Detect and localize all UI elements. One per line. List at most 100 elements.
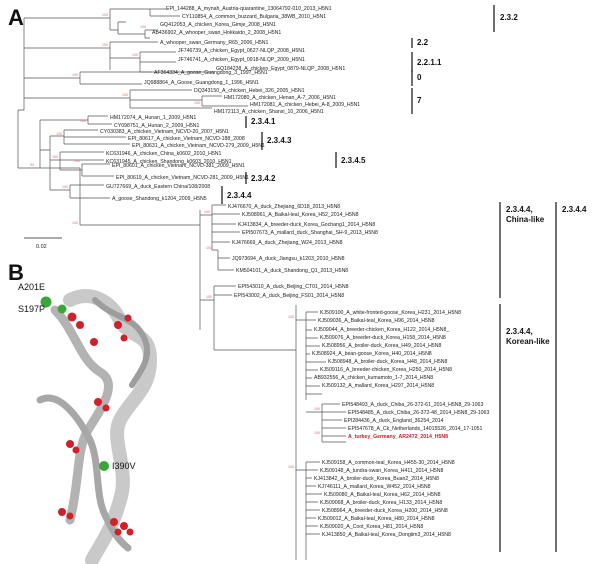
taxon-label: CY030383_A_chicken_Vietnam_NCVD-20_2007_… [100, 129, 229, 135]
clade-label-2-3-4-1: 2.3.4.1 [251, 117, 276, 126]
taxon-label: KJ509148_A_tundra-swan_Korea_H411_2014_H… [320, 468, 443, 474]
protein-helix [50, 305, 113, 525]
taxon-label: CY110854_A_common_buzzard_Bulgaria_38WB_… [182, 14, 326, 20]
bootstrap-value: 100 [122, 93, 128, 97]
bootstrap-value: 100 [80, 119, 86, 123]
taxon-label: KJ509036_A_Baikal-teal_Korea_H96_2014_H5… [318, 318, 435, 324]
bootstrap-value: 94 [30, 163, 34, 167]
clade-label-2-3-4-5: 2.3.4.5 [341, 156, 366, 165]
protein-loop [36, 394, 132, 552]
taxon-label: A_goose_Shandong_k1204_2009_H5N5 [112, 196, 207, 202]
mutation-label-s197p: S197P [18, 304, 45, 314]
clade-label-2-3-4-4-outer: 2.3.4.4 [562, 205, 587, 214]
taxon-label: GQ412053_A_chicken_Korea_Gimje_2008_H5N1 [160, 22, 276, 28]
taxon-label: JF746739_A_chicken_Egypt_0627-NLQP_2008_… [178, 48, 305, 54]
bootstrap-value: 100 [62, 185, 68, 189]
residue-sphere-red [102, 404, 110, 412]
taxon-label: KJ508956_A_broiler-duck_Korea_H49_2014_H… [322, 343, 442, 349]
bootstrap-value: 100 [314, 407, 320, 411]
taxon-label: KJ509100_A_white-fronted-goose_Korea_H23… [320, 310, 461, 316]
bootstrap-value: 100 [288, 315, 294, 319]
clade-label-2-3-4-4: 2.3.4.4 [227, 191, 252, 200]
clade-label-2-2-1-1: 2.2.1.1 [417, 58, 442, 67]
residue-sphere-red [114, 528, 122, 536]
bootstrap-value: 100 [52, 155, 58, 159]
bootstrap-value: 100 [206, 295, 212, 299]
taxon-label: KJ509012_A_Baikal-teal_Korea_H80_2014_H5… [318, 516, 435, 522]
taxon-label: KM504101_A_duck_Shandong_Q1_2013_H5N8 [236, 268, 348, 274]
taxon-label: AB436902_A_whooper_swan_Hokkaido_2_2008_… [152, 30, 281, 36]
taxon-label: EPI543002_A_duck_Beijing_FS01_2014_H5N8 [234, 293, 344, 299]
residue-sphere-red [120, 334, 128, 342]
taxon-label: KJ508948_A_broiler-duck_Korea_H48_2014_H… [328, 359, 448, 365]
taxon-label: KJ509132_A_mallard_Korea_H297_2014_H5N8 [322, 383, 434, 389]
taxon-labels: EPI_144288_A_mynah_Austria-quarantine_13… [100, 6, 489, 538]
taxon-label: HM172080_A_chicken_Henan_A-7_2006_H5N1 [224, 95, 336, 101]
taxon-label: KJ509068_A_broiler-duck_Korea_H133_2014_… [320, 500, 442, 506]
residue-sphere-red [67, 312, 77, 322]
panel-label-b: B [8, 260, 24, 285]
clade-label-0: 0 [417, 73, 422, 82]
taxon-label: KJ508924_A_bean-goose_Korea_H40_2014_H5N… [312, 351, 432, 357]
taxon-label: HM172081_A_chicken_Hebei_A-8_2009_H5N1 [250, 102, 360, 108]
clade-label-2-2: 2.2 [417, 38, 429, 47]
taxon-label: EPI_80601_A_chicken_Vietnam_NCVD-381_200… [112, 163, 245, 169]
taxon-label: KJ476669_A_duck_Zhejiang_W24_2013_H5N8 [232, 240, 343, 246]
bootstrap-value: 100 [102, 43, 108, 47]
taxon-label: EPI284436_A_duck_England_36254_2014 [344, 418, 444, 424]
taxon-label: EPI548493_A_duck_Chiba_26-372-61_2014_H5… [342, 402, 483, 408]
taxon-label: KJ476670_A_duck_Zhejiang_6D18_2013_H5N8 [228, 204, 340, 210]
mutation-label-i390v: I390V [112, 461, 136, 471]
tree-branches [17, 8, 346, 560]
bootstrap-value: 100 [132, 53, 138, 57]
residue-sphere-red [58, 508, 66, 516]
taxon-label: KC631945_A_chicken_Shandong_k0603_2010_H… [106, 159, 232, 165]
taxon-label: GQ184238_A_chicken_Egypt_0879-NLQP_2008_… [216, 66, 345, 72]
bootstrap-value: 100 [288, 465, 294, 469]
taxon-label: AB932556_A_chicken_kumamoto_1-7_2014_H5N… [314, 375, 433, 381]
residue-sphere-red [94, 398, 102, 406]
residue-sphere-red [114, 321, 122, 329]
taxon-label: A_whooper_swan_Germany_R65_2006_H5N1 [160, 40, 269, 46]
bootstrap-value: 100 [194, 101, 200, 105]
protein-strand [92, 297, 151, 388]
taxon-label: EPI548485_A_duck_Chiba_26-372-48_2014_H5… [348, 410, 489, 416]
taxon-label: EPI507673_A_mallard_duck_Shanghai_SH-9_2… [242, 230, 378, 236]
residue-sphere-red [110, 518, 118, 526]
taxon-label: HM172113_A_chicken_Shanxi_10_2006_H5N1 [214, 109, 324, 115]
residue-sphere-red [124, 314, 132, 322]
residue-sphere-red [120, 522, 128, 530]
bootstrap-value: 100 [140, 25, 146, 29]
taxon-label: EPI_80617_A_chicken_Vietnam_NCVD-188_200… [128, 136, 245, 142]
taxon-label: AF364334_A_goose_Guangdong_3_1997_H5N1 [154, 70, 268, 76]
taxon-label: KJ509076_A_breeder-duck_Korea_H158_2014_… [320, 335, 446, 341]
protein-structure: A201E S197P I390V [18, 282, 158, 564]
taxon-label: KJ509080_A_Baikal-teal_Korea_H62_2014_H5… [324, 492, 441, 498]
taxon-label: KC631946_A_chicken_China_k0602_2010_H5N1 [106, 151, 221, 157]
taxon-label: KJ508964_A_breeder-duck_Korea_H200_2014_… [322, 508, 448, 514]
bootstrap-value: 100 [206, 246, 212, 250]
taxon-label: CY098751_A_Hunan_2_2009_H5N1 [114, 123, 199, 129]
residue-sphere-red [126, 528, 134, 536]
taxon-label: JQ973694_A_duck_Jiangsu_k1203_2010_H5N8 [232, 256, 345, 262]
bootstrap-value: 100 [72, 73, 78, 77]
clade-annotations: 2.3.2 2.2 2.2.1.1 0 7 2.3.4.1 2.3.4.3 2.… [221, 5, 587, 552]
bootstrap-value: 100 [314, 431, 320, 435]
residue-sphere-red [66, 512, 74, 520]
clade-label-2-3-4-2: 2.3.4.2 [251, 174, 276, 183]
mutation-sphere-i390v [99, 461, 109, 471]
mutation-sphere-s197p [57, 304, 67, 314]
bootstrap-value: 100 [72, 221, 78, 225]
panel-label-a: A [8, 5, 24, 30]
clade-label-7: 7 [417, 96, 422, 105]
scale-bar-label: 0.02 [36, 244, 47, 250]
taxon-label: KJ509020_A_Coot_Korea_H81_2014_H5N8 [320, 524, 423, 530]
clade-label-korean-like: 2.3.4.4, [506, 327, 533, 336]
residue-sphere-red [66, 440, 74, 448]
bootstrap-value: 100 [204, 210, 210, 214]
taxon-label: EPI543010_A_duck_Beijing_CT01_2014_H5N8 [238, 284, 349, 290]
clade-label-2-3-2: 2.3.2 [500, 13, 518, 22]
scale-bar: 0.02 [24, 237, 62, 250]
bootstrap-value: 100 [102, 13, 108, 17]
